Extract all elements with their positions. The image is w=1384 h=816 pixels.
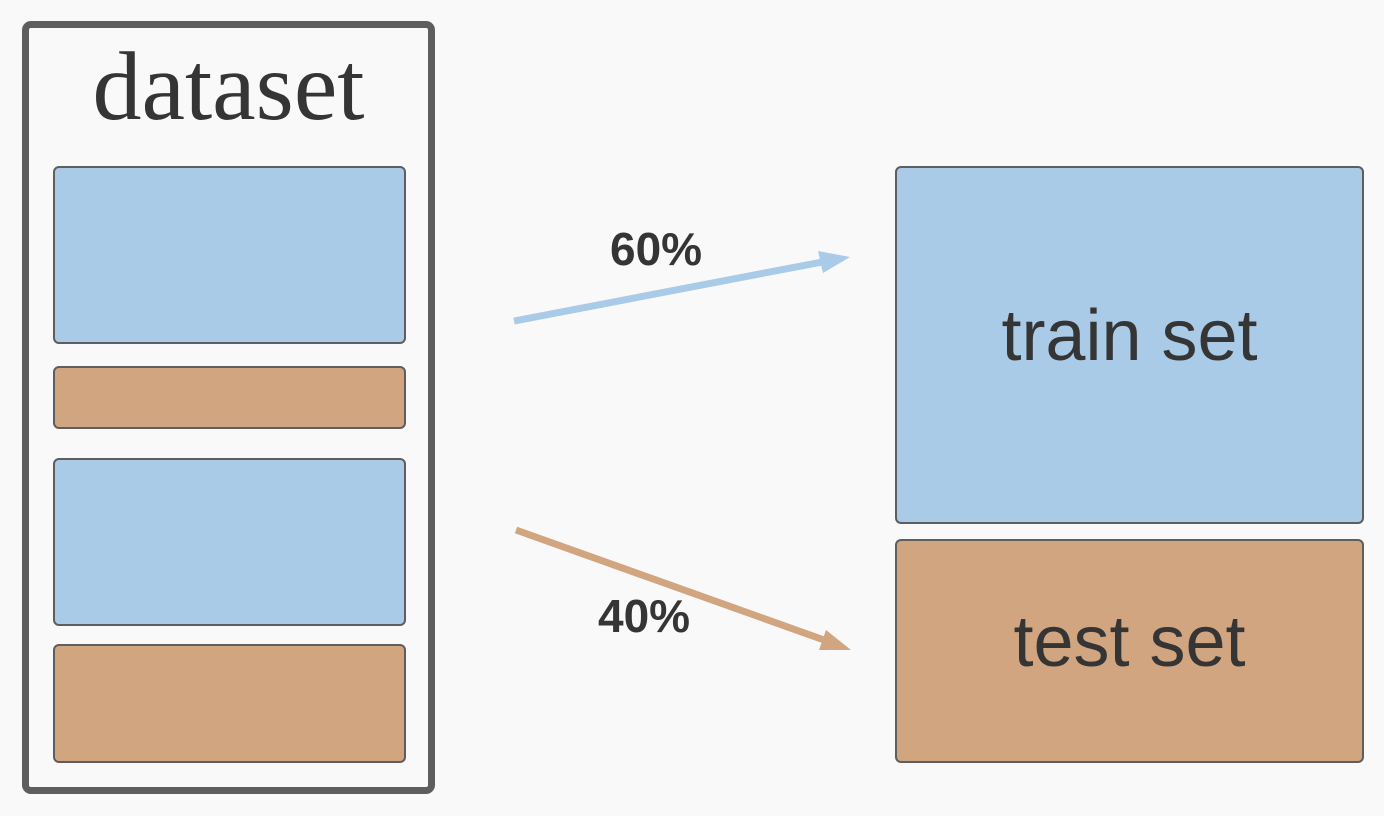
test-set-label: test set [1013, 602, 1246, 682]
dataset-segment-test-2 [53, 644, 406, 763]
test-arrow [514, 526, 851, 650]
train-arrow [513, 251, 850, 325]
train-set-label: train set [1001, 296, 1258, 376]
test-set-box [895, 539, 1364, 763]
dataset-segment-train-2 [53, 458, 406, 626]
train-set-box [895, 166, 1364, 524]
test-percent-label: 40% [598, 590, 691, 642]
dataset-segment-test-1 [53, 366, 406, 429]
dataset-segment-train-1 [53, 166, 406, 344]
train-percent-label: 60% [610, 223, 703, 275]
dataset-title: dataset [92, 33, 365, 141]
